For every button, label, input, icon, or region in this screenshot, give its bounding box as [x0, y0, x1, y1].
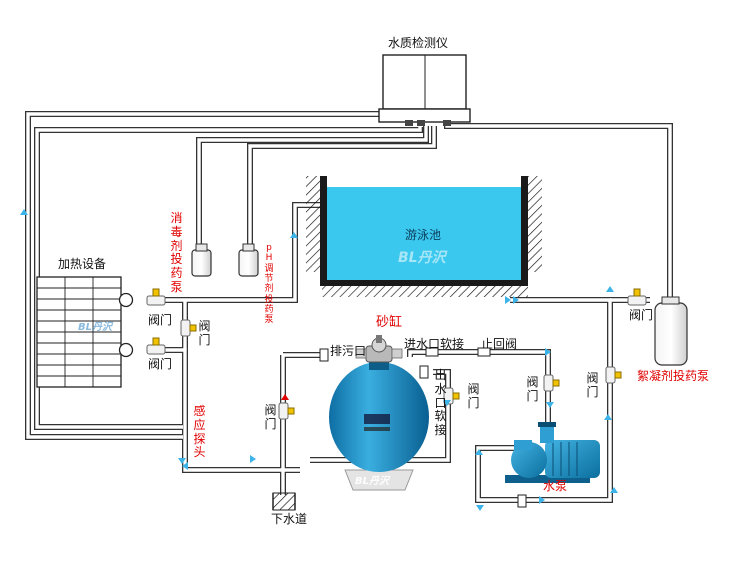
valve-label-flocculant: 阀门: [629, 308, 654, 322]
flocculant-pump-jar: [654, 296, 688, 366]
valve-label-heater-vertical: 阀门: [198, 319, 211, 347]
pool-label: 游泳池: [405, 228, 442, 242]
heater-label: 加热设备: [58, 257, 107, 271]
inlet-connection-label: 进水口软接: [404, 337, 465, 351]
flow-arrow-red: [281, 394, 289, 400]
outlet-connection-label: 出水口软接: [434, 368, 447, 438]
flocculant-pump-label: 絮凝剂投药泵: [637, 369, 710, 383]
sand-filter: [329, 335, 429, 491]
drain-port-label: 排污口: [330, 344, 367, 358]
sensor-probe-label: 感应探头: [193, 404, 206, 460]
multiport-valve-icon: [355, 335, 403, 363]
disinfectant-pump-label: 消毒剂投药泵: [170, 211, 183, 294]
water-analyzer: [378, 54, 471, 126]
swimming-pool: [306, 176, 542, 297]
check-valve-label: 止回阀: [481, 337, 518, 351]
heater: [36, 276, 134, 388]
water-analyzer-label: 水质检测仪: [388, 36, 449, 50]
ph-pump-jar: [238, 243, 259, 277]
water-pump: [505, 422, 600, 483]
flow-arrow-icon: [20, 209, 618, 511]
valve-label-pump-outlet: 阀门: [586, 371, 599, 399]
sewer-label: 下水道: [271, 512, 308, 526]
valve-label-heater-top: 阀门: [148, 313, 173, 327]
sewer-drain: [272, 492, 296, 511]
valve-label-heater-bottom: 阀门: [148, 357, 173, 371]
valve-label-pump-inlet: 阀门: [526, 375, 539, 403]
valve-label-drain: 阀门: [264, 403, 277, 431]
filter-logo: BL丹沢: [355, 476, 389, 487]
sand-filter-label: 砂缸: [376, 315, 403, 330]
valve-label-outlet: 阀门: [467, 382, 480, 410]
pool-logo: BL丹沢: [398, 250, 446, 266]
ph-pump-label: pH调节剂投药泵: [264, 243, 274, 326]
water-pump-label: 水泵: [543, 479, 568, 493]
heater-logo: BL丹沢: [78, 322, 112, 333]
disinfectant-pump-jar: [191, 243, 212, 277]
valve-icon: [146, 288, 647, 508]
